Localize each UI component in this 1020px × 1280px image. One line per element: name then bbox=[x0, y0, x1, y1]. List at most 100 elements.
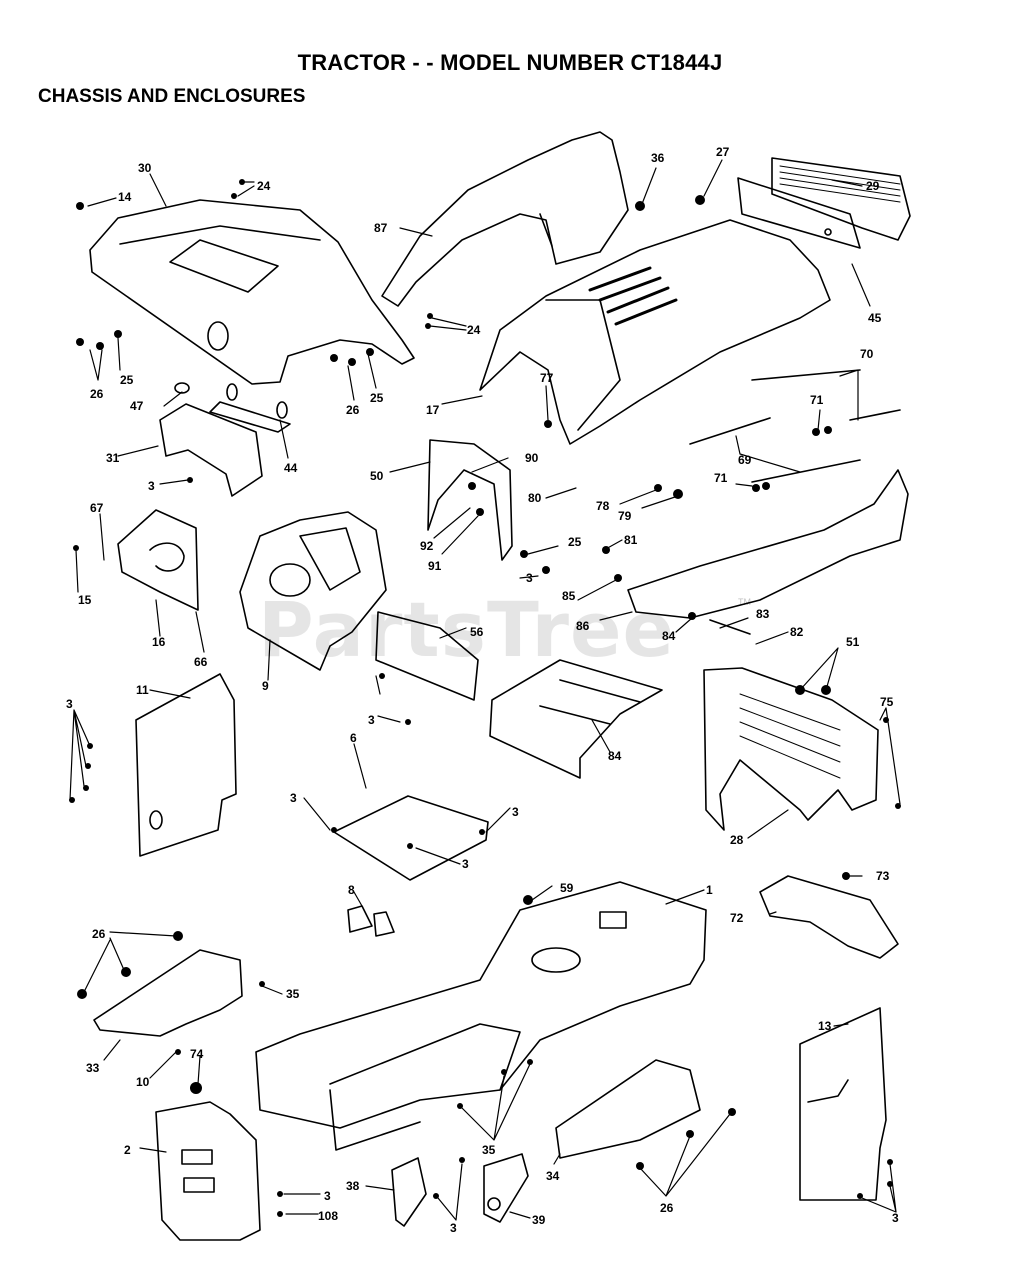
callout-35[interactable]: 35 bbox=[286, 987, 300, 1001]
callout-35[interactable]: 35 bbox=[482, 1143, 496, 1157]
callout-1[interactable]: 1 bbox=[706, 883, 713, 897]
callout-87[interactable]: 87 bbox=[374, 221, 388, 235]
callout-3[interactable]: 3 bbox=[148, 479, 155, 493]
callout-13[interactable]: 13 bbox=[818, 1019, 832, 1033]
callout-8[interactable]: 8 bbox=[348, 883, 355, 897]
callout-26[interactable]: 26 bbox=[346, 403, 360, 417]
callout-71[interactable]: 71 bbox=[714, 471, 728, 485]
part-8-clip[interactable] bbox=[347, 905, 395, 937]
callout-3[interactable]: 3 bbox=[892, 1211, 899, 1225]
callout-27[interactable]: 27 bbox=[716, 145, 730, 159]
callout-26[interactable]: 26 bbox=[92, 927, 106, 941]
callout-75[interactable]: 75 bbox=[880, 695, 894, 709]
part-38-39-brackets[interactable] bbox=[391, 1153, 529, 1227]
part-2-rear-plate[interactable] bbox=[155, 1101, 261, 1241]
callout-83[interactable]: 83 bbox=[756, 607, 770, 621]
callout-25[interactable]: 25 bbox=[120, 373, 134, 387]
part-56-dash-bracket[interactable] bbox=[375, 611, 479, 701]
callout-80[interactable]: 80 bbox=[528, 491, 542, 505]
callout-84[interactable]: 84 bbox=[608, 749, 622, 763]
callout-71[interactable]: 71 bbox=[810, 393, 824, 407]
callout-26[interactable]: 26 bbox=[90, 387, 104, 401]
callout-26[interactable]: 26 bbox=[660, 1201, 674, 1215]
callout-24[interactable]: 24 bbox=[257, 179, 271, 193]
callout-72[interactable]: 72 bbox=[730, 911, 744, 925]
callout-91[interactable]: 91 bbox=[428, 559, 442, 573]
callout-3[interactable]: 3 bbox=[462, 857, 469, 871]
callout-31[interactable]: 31 bbox=[106, 451, 120, 465]
callout-84[interactable]: 84 bbox=[662, 629, 676, 643]
callout-3[interactable]: 3 bbox=[450, 1221, 457, 1235]
callout-14[interactable]: 14 bbox=[118, 190, 132, 204]
callout-16[interactable]: 16 bbox=[152, 635, 166, 649]
part-87-side-rail[interactable] bbox=[381, 131, 629, 307]
callout-25[interactable]: 25 bbox=[370, 391, 384, 405]
callout-33[interactable]: 33 bbox=[86, 1061, 100, 1075]
callout-108[interactable]: 108 bbox=[318, 1209, 338, 1223]
callout-47[interactable]: 47 bbox=[130, 399, 144, 413]
callout-24[interactable]: 24 bbox=[467, 323, 481, 337]
callout-81[interactable]: 81 bbox=[624, 533, 638, 547]
callout-86[interactable]: 86 bbox=[576, 619, 590, 633]
callout-85[interactable]: 85 bbox=[562, 589, 576, 603]
callout-56[interactable]: 56 bbox=[470, 625, 484, 639]
part-72-bar[interactable] bbox=[759, 875, 899, 959]
callout-92[interactable]: 92 bbox=[420, 539, 434, 553]
callout-3[interactable]: 3 bbox=[526, 571, 533, 585]
callout-79[interactable]: 79 bbox=[618, 509, 632, 523]
part-17-hood[interactable] bbox=[479, 219, 831, 445]
part-1-main-frame[interactable] bbox=[255, 881, 707, 1151]
callout-3[interactable]: 3 bbox=[512, 805, 519, 819]
part-69-70-tie-rods[interactable] bbox=[689, 369, 901, 483]
callout-38[interactable]: 38 bbox=[346, 1179, 360, 1193]
callout-73[interactable]: 73 bbox=[876, 869, 890, 883]
callout-45[interactable]: 45 bbox=[868, 311, 882, 325]
part-29-45-grille[interactable] bbox=[737, 157, 911, 249]
part-28-front-grille[interactable] bbox=[703, 667, 879, 831]
callout-30[interactable]: 30 bbox=[138, 161, 152, 175]
part-9-dash-panel[interactable] bbox=[239, 511, 387, 671]
callout-3[interactable]: 3 bbox=[324, 1189, 331, 1203]
part-86-front-bumper[interactable] bbox=[627, 469, 909, 635]
callout-34[interactable]: 34 bbox=[546, 1169, 560, 1183]
callout-59[interactable]: 59 bbox=[560, 881, 574, 895]
callout-11[interactable]: 11 bbox=[136, 683, 149, 697]
callout-39[interactable]: 39 bbox=[532, 1213, 546, 1227]
callout-3[interactable]: 3 bbox=[290, 791, 297, 805]
callout-36[interactable]: 36 bbox=[651, 151, 665, 165]
callout-9[interactable]: 9 bbox=[262, 679, 269, 693]
part-66-heat-shield[interactable] bbox=[117, 509, 199, 611]
callout-50[interactable]: 50 bbox=[370, 469, 384, 483]
section-title: CHASSIS AND ENCLOSURES bbox=[38, 86, 306, 107]
part-31-seat-bracket[interactable] bbox=[159, 382, 291, 497]
callout-74[interactable]: 74 bbox=[190, 1047, 204, 1061]
callout-17[interactable]: 17 bbox=[426, 403, 440, 417]
callout-67[interactable]: 67 bbox=[90, 501, 104, 515]
callout-70[interactable]: 70 bbox=[860, 347, 874, 361]
part-33-left-footrest[interactable] bbox=[93, 949, 243, 1037]
part-84-steering-mount[interactable] bbox=[489, 659, 663, 779]
callout-78[interactable]: 78 bbox=[596, 499, 610, 513]
callout-28[interactable]: 28 bbox=[730, 833, 744, 847]
part-11-left-panel[interactable] bbox=[135, 673, 237, 857]
callout-29[interactable]: 29 bbox=[866, 179, 880, 193]
callout-51[interactable]: 51 bbox=[846, 635, 860, 649]
callout-15[interactable]: 15 bbox=[78, 593, 92, 607]
part-34-right-footrest[interactable] bbox=[555, 1059, 701, 1159]
callout-69[interactable]: 69 bbox=[738, 453, 752, 467]
page-title: TRACTOR - - MODEL NUMBER CT1844J bbox=[297, 50, 723, 75]
part-30-rear-fender[interactable] bbox=[89, 199, 415, 385]
part-50-support-bracket[interactable] bbox=[427, 439, 513, 561]
callout-3[interactable]: 3 bbox=[368, 713, 375, 727]
callout-3[interactable]: 3 bbox=[66, 697, 73, 711]
callout-25[interactable]: 25 bbox=[568, 535, 582, 549]
callout-10[interactable]: 10 bbox=[136, 1075, 150, 1089]
callout-2[interactable]: 2 bbox=[124, 1143, 131, 1157]
callout-82[interactable]: 82 bbox=[790, 625, 804, 639]
part-13-right-panel[interactable] bbox=[799, 1007, 887, 1201]
callout-90[interactable]: 90 bbox=[525, 451, 539, 465]
callout-6[interactable]: 6 bbox=[350, 731, 357, 745]
callout-66[interactable]: 66 bbox=[194, 655, 208, 669]
callout-44[interactable]: 44 bbox=[284, 461, 298, 475]
callout-77[interactable]: 77 bbox=[540, 371, 554, 385]
